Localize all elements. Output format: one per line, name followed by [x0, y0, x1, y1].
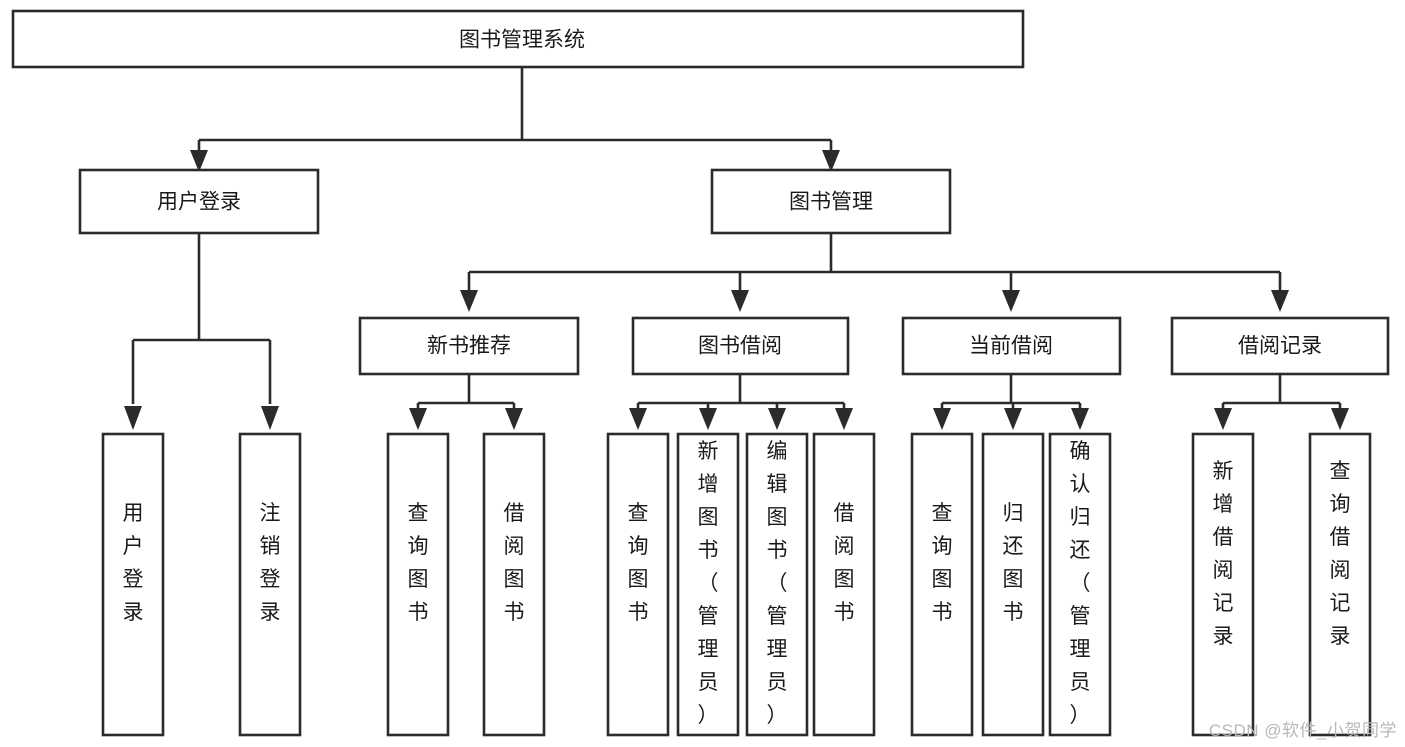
leaf-borrow-book-borrow-box[interactable] — [812, 432, 876, 737]
leaf-query-book-borrow-label: 查询图书 — [628, 502, 649, 624]
arrowhead-to-borrow-record — [1271, 290, 1289, 312]
arrowhead-leaf-query-book-c — [933, 408, 951, 430]
edge-userlogin-to-leaves — [131, 233, 272, 404]
edge-bookmgmt-to-level3-trunk — [467, 233, 1282, 290]
new-book-recommend-label: 新书推荐 — [427, 335, 511, 358]
arrowhead-leaf-user-login — [124, 406, 142, 430]
arrowhead-leaf-return-book — [1004, 408, 1022, 430]
book-management-label: 图书管理 — [789, 191, 873, 214]
leaf-confirm-return-admin-label: 确认归还（管理员） — [1070, 440, 1091, 727]
leaf-query-borrow-record-box[interactable] — [1308, 432, 1372, 737]
arrowhead-to-book-borrow — [731, 290, 749, 312]
leaf-node-query-book-current[interactable]: 查询图书 — [910, 432, 974, 737]
leaf-node-user-login[interactable]: 用户登录 — [101, 432, 165, 737]
leaf-node-borrow-book-rec[interactable]: 借阅图书 — [482, 432, 546, 737]
arrowhead-leaf-add-record — [1214, 408, 1232, 430]
current-borrow-box[interactable] — [901, 316, 1122, 376]
borrow-record-label: 借阅记录 — [1238, 335, 1322, 358]
arrowhead-leaf-add-book — [699, 408, 717, 430]
node-user-login[interactable]: 用户登录 — [78, 168, 320, 235]
edge-root-to-level2-trunk — [197, 67, 833, 162]
leaf-query-book-current-label: 查询图书 — [932, 502, 953, 624]
arrowhead-leaf-borrow-book-b — [835, 408, 853, 430]
book-borrow-box[interactable] — [631, 316, 850, 376]
leaf-add-book-admin-label: 新增图书（管理员） — [698, 440, 719, 727]
arrowhead-to-user-login — [190, 150, 208, 172]
leaf-node-return-book[interactable]: 归还图书 — [981, 432, 1045, 737]
leaf-node-add-book-admin[interactable]: 新增图书（管理员） — [676, 432, 740, 737]
user-login-label: 用户登录 — [157, 191, 241, 214]
edge-newbookrec-to-leaves — [416, 374, 516, 412]
leaf-node-query-book-rec[interactable]: 查询图书 — [386, 432, 450, 737]
borrow-record-box[interactable] — [1170, 316, 1390, 376]
leaf-query-book-rec-box[interactable] — [386, 432, 450, 737]
root-box[interactable] — [11, 9, 1025, 69]
arrowhead-leaf-confirm-return — [1071, 408, 1089, 430]
arrowhead-to-current-borrow — [1002, 290, 1020, 312]
arrowhead-leaf-logout — [261, 406, 279, 430]
arrowhead-leaf-query-book-a — [409, 408, 427, 430]
leaf-node-edit-book-admin[interactable]: 编辑图书（管理员） — [745, 432, 809, 737]
edge-borrowrecord-to-leaves — [1221, 374, 1342, 412]
user-login-box[interactable] — [78, 168, 320, 235]
book-borrow-label: 图书借阅 — [698, 335, 782, 358]
leaf-edit-book-admin-box[interactable] — [745, 432, 809, 737]
leaf-add-borrow-record-label: 新增借阅记录 — [1213, 460, 1234, 648]
arrowhead-to-book-mgmt — [822, 150, 840, 172]
leaf-user-login-label: 用户登录 — [123, 502, 144, 624]
node-borrow-record[interactable]: 借阅记录 — [1170, 316, 1390, 376]
leaf-return-book-label: 归还图书 — [1003, 502, 1024, 624]
arrowhead-leaf-borrow-book-a — [505, 408, 523, 430]
edge-bookborrow-to-leaves — [636, 374, 846, 412]
node-root-system[interactable]: 图书管理系统 — [11, 9, 1025, 69]
leaf-logout-box[interactable] — [238, 432, 302, 737]
arrowhead-to-new-book-rec — [460, 290, 478, 312]
leaf-user-login-box[interactable] — [101, 432, 165, 737]
leaf-add-borrow-record-box[interactable] — [1191, 432, 1255, 737]
current-borrow-label: 当前借阅 — [969, 335, 1053, 358]
new-book-recommend-box[interactable] — [358, 316, 580, 376]
leaf-logout-label: 注销登录 — [260, 502, 281, 624]
root-label: 图书管理系统 — [459, 29, 585, 52]
edge-currentborrow-to-leaves — [940, 374, 1082, 412]
leaf-borrow-book-rec-label: 借阅图书 — [504, 502, 525, 624]
leaf-add-book-admin-box[interactable] — [676, 432, 740, 737]
node-current-borrow[interactable]: 当前借阅 — [901, 316, 1122, 376]
leaf-query-book-current-box[interactable] — [910, 432, 974, 737]
node-new-book-recommend[interactable]: 新书推荐 — [358, 316, 580, 376]
leaf-node-borrow-book-borrow[interactable]: 借阅图书 — [812, 432, 876, 737]
leaf-node-add-borrow-record[interactable]: 新增借阅记录 — [1191, 432, 1255, 737]
leaf-node-confirm-return-admin[interactable]: 确认归还（管理员） — [1048, 432, 1112, 737]
leaf-node-query-book-borrow[interactable]: 查询图书 — [606, 432, 670, 737]
leaf-confirm-return-admin-box[interactable] — [1048, 432, 1112, 737]
leaf-query-book-borrow-box[interactable] — [606, 432, 670, 737]
arrowhead-leaf-edit-book — [768, 408, 786, 430]
connector-layer — [124, 67, 1349, 430]
leaf-query-borrow-record-label: 查询借阅记录 — [1330, 460, 1351, 648]
book-management-box[interactable] — [710, 168, 952, 235]
arrowhead-leaf-query-record — [1331, 408, 1349, 430]
node-book-borrow[interactable]: 图书借阅 — [631, 316, 850, 376]
arrowhead-leaf-query-book-b — [629, 408, 647, 430]
leaf-edit-book-admin-label: 编辑图书（管理员） — [767, 440, 788, 727]
leaf-borrow-book-borrow-label: 借阅图书 — [834, 502, 855, 624]
leaf-borrow-book-rec-box[interactable] — [482, 432, 546, 737]
node-book-management[interactable]: 图书管理 — [710, 168, 952, 235]
leaf-node-logout[interactable]: 注销登录 — [238, 432, 302, 737]
leaf-return-book-box[interactable] — [981, 432, 1045, 737]
leaf-query-book-rec-label: 查询图书 — [408, 502, 429, 624]
leaf-node-query-borrow-record[interactable]: 查询借阅记录 — [1308, 432, 1372, 737]
